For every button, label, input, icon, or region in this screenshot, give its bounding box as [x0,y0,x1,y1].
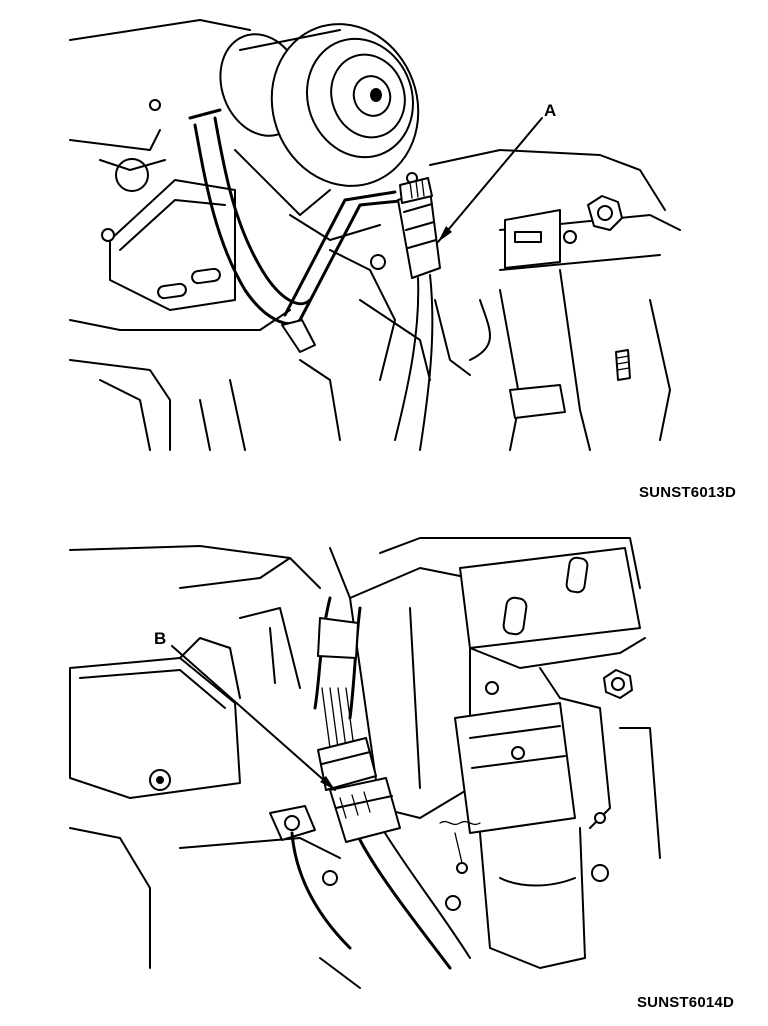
callout-a-leader [437,117,543,243]
callout-b-label: B [154,629,166,648]
callout-b-leader [171,645,336,791]
callout-a-label: A [544,101,556,120]
steering-column-illustration-top: A [69,19,681,451]
figure-bottom: B [0,528,768,998]
figure-caption-bottom: SUNST6014D [636,994,734,1011]
figure-top: A [0,0,768,470]
steering-column-illustration-bottom: B [69,537,661,989]
figure-caption-top: SUNST6013D [638,484,736,501]
